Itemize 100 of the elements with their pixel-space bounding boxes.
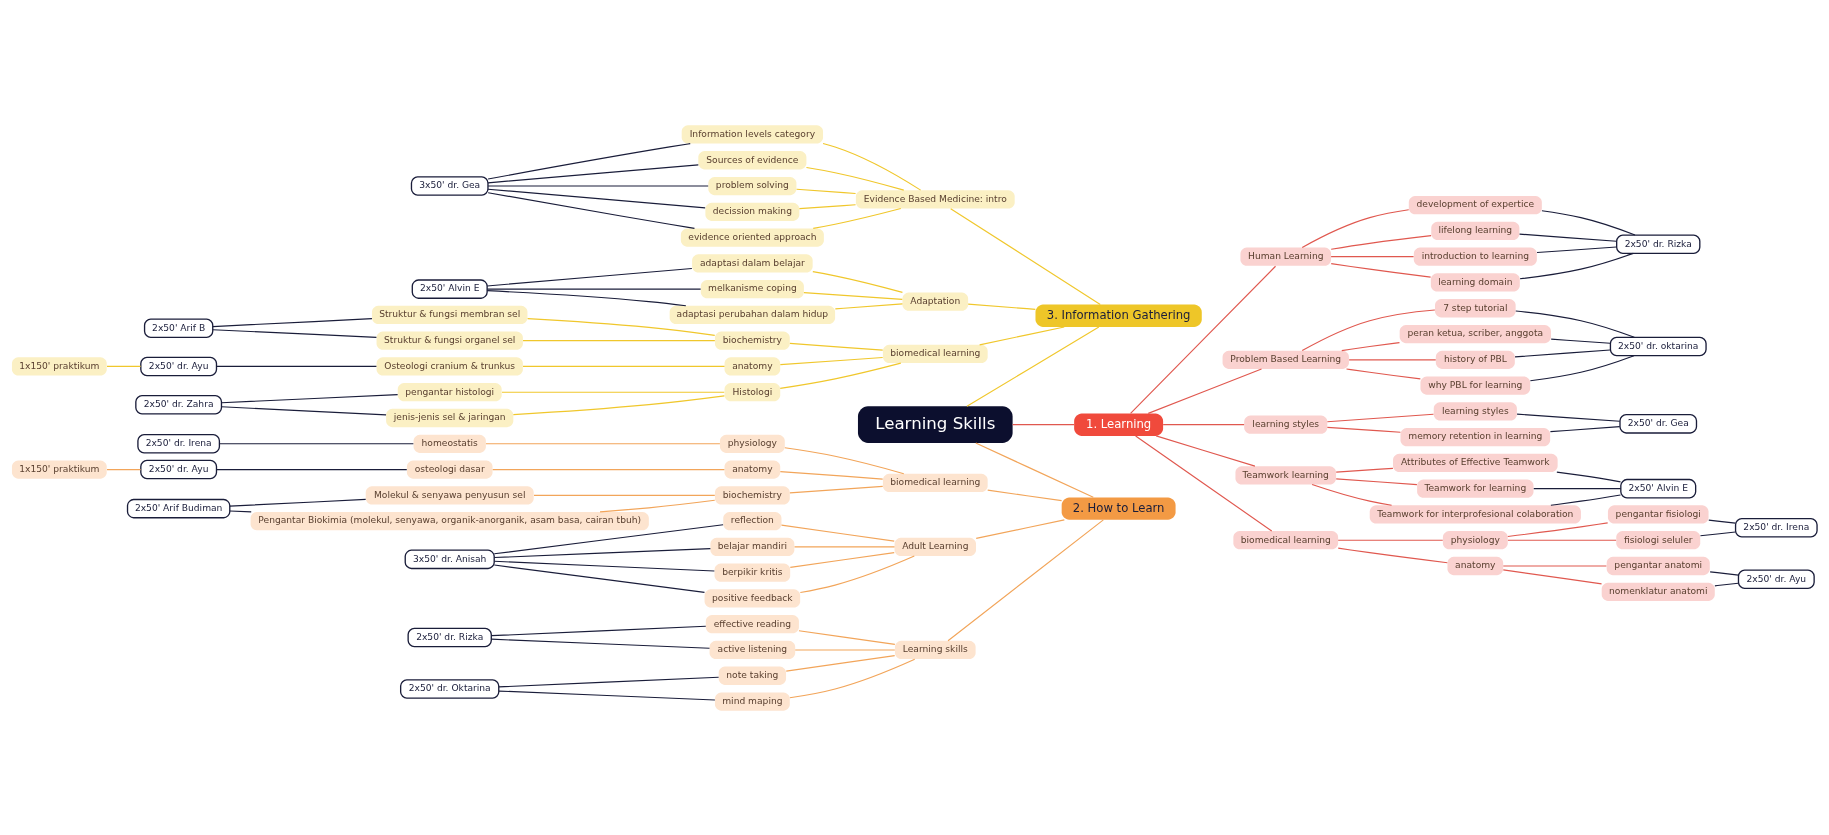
connector — [1330, 234, 1432, 250]
node-box: Evidence Based Medicine: intro — [855, 189, 1015, 208]
connector — [487, 142, 691, 180]
node-box: Information levels category — [681, 124, 824, 144]
connector — [967, 303, 1036, 310]
node-box: memory retention in learning — [1400, 427, 1551, 446]
node-box: why PBL for learning — [1420, 375, 1531, 395]
connector — [1345, 367, 1421, 379]
node-box: 2x50' dr. oktarina — [1609, 336, 1707, 356]
node-box: osteologi dasar — [406, 459, 493, 479]
node-box: adaptasi dalam belajar — [692, 253, 813, 272]
node-box: biomedical learning — [1233, 530, 1339, 549]
node-box: pengantar anatomi — [1606, 556, 1710, 575]
connector — [1301, 308, 1436, 351]
connector — [947, 518, 1104, 641]
connector — [487, 184, 709, 187]
node-box: reflection — [723, 511, 782, 530]
node-box: physiology — [719, 434, 785, 453]
connector — [975, 518, 1065, 539]
connector — [522, 339, 716, 341]
node-box: active listening — [709, 640, 796, 659]
node-box: 2x50' dr. Irena — [1734, 517, 1818, 538]
node-box: lifelong learning — [1431, 221, 1520, 240]
connector — [789, 342, 884, 351]
node-box: Adult Learning — [894, 537, 977, 556]
connector — [1326, 426, 1402, 433]
connector — [979, 325, 1065, 345]
connector — [1162, 423, 1245, 425]
connector — [1514, 348, 1611, 358]
connector — [1337, 547, 1448, 563]
node-box: Teamwork learning — [1235, 465, 1337, 484]
node-box: 7 step tutorial — [1435, 298, 1516, 317]
node-box: berpikir kritis — [714, 563, 791, 582]
node-box: homeostatis — [413, 434, 486, 453]
node-box: 2x50' Alvin E — [1620, 478, 1697, 498]
connector — [822, 142, 922, 191]
connector — [216, 468, 408, 470]
node-box: Pengantar Biokimia (molekul, senyawa, organik-anorganik, asam basa, cairan tbuh) — [250, 511, 649, 530]
connector — [527, 317, 716, 336]
node-box: anatomy — [724, 459, 781, 479]
node-box: anatomy — [724, 356, 781, 376]
node-box: belajar mandiri — [710, 537, 795, 556]
node-box: Attributes of Effective Teamwork — [1393, 453, 1558, 472]
connector — [798, 203, 857, 209]
node-box: Struktur & fungsi organel sel — [376, 331, 523, 350]
connector — [1708, 519, 1736, 524]
connector — [805, 166, 905, 191]
node-box: effective reading — [705, 614, 799, 633]
connector — [106, 468, 142, 470]
connector — [780, 524, 895, 542]
node-box: Osteologi cranium & trunkus — [376, 356, 523, 376]
connector — [1335, 477, 1418, 485]
connector — [1012, 423, 1075, 425]
connector — [950, 207, 1101, 305]
connector — [1337, 539, 1444, 541]
connector — [533, 494, 716, 496]
node-box: Teamwork for interprofesional colaboration — [1369, 504, 1581, 524]
node-box: 2x50' dr. Gea — [1619, 413, 1698, 434]
node-box: positive feedback — [704, 588, 801, 608]
connector — [501, 391, 725, 393]
node-box: Problem Based Learning — [1222, 350, 1349, 369]
connector — [1541, 209, 1636, 236]
node-box: 2x50' dr. Oktarina — [400, 678, 500, 699]
node-box: 3x50' dr. Anisah — [404, 549, 495, 569]
node-box: problem solving — [708, 176, 797, 195]
node-box: 2x50' dr. Zahra — [135, 394, 223, 414]
connector — [966, 326, 1100, 407]
connector — [487, 163, 699, 183]
node-box: 2x50' Arif Budiman — [126, 498, 231, 518]
connector — [834, 302, 904, 309]
node-box: Teamwork for learning — [1417, 479, 1534, 498]
connector — [498, 676, 720, 687]
connector — [1330, 255, 1415, 257]
connector — [492, 468, 725, 470]
node-box: peran ketua, scriber, anggota — [1399, 324, 1551, 343]
connector — [1335, 467, 1394, 473]
connector — [1330, 262, 1432, 278]
connector — [784, 446, 905, 474]
node-box: 3x50' dr. Gea — [410, 175, 489, 196]
node-box: biochemistry — [714, 331, 790, 350]
connector — [798, 629, 896, 645]
connector — [799, 554, 915, 593]
connector — [490, 638, 711, 649]
connector — [779, 470, 884, 480]
connector — [493, 563, 706, 593]
node-box: Sources of evidence — [698, 150, 807, 169]
node-box: biomedical learning — [882, 344, 988, 363]
connector — [1699, 530, 1736, 536]
connector — [1301, 208, 1410, 248]
connector — [1519, 233, 1618, 242]
node-box: biomedical learning — [882, 473, 988, 492]
node-box: pengantar histologi — [397, 382, 502, 401]
node-box: Learning Skills — [857, 405, 1013, 443]
connector — [1516, 413, 1621, 422]
connector — [1130, 265, 1277, 414]
node-box: learning styles — [1433, 401, 1517, 420]
connector — [1155, 434, 1256, 467]
connector — [785, 654, 896, 672]
node-box: development of expertice — [1408, 195, 1542, 214]
node-box: 2x50' dr. Rizka — [407, 627, 492, 647]
